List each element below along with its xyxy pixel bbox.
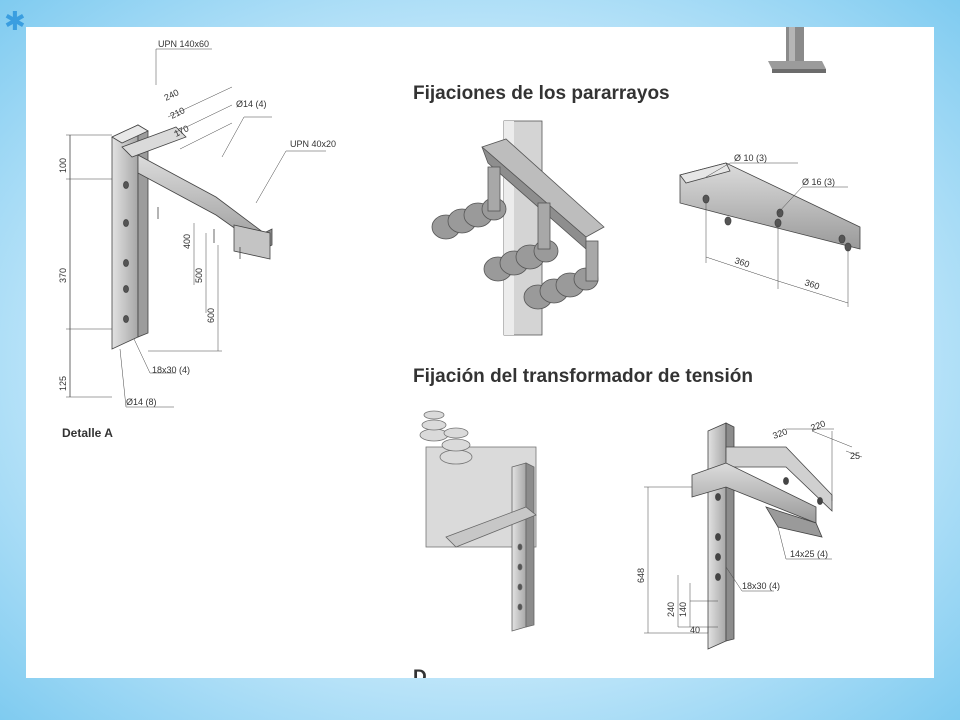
label-upn-140x60: UPN 140x60	[158, 39, 209, 49]
heading-cut-letter: D	[413, 667, 427, 678]
label-dim-240-c: 240	[666, 602, 676, 617]
drawing-pararrayos-bracket	[679, 162, 861, 307]
label-dim-170: 170	[172, 123, 190, 139]
label-dim-400: 400	[182, 234, 192, 249]
label-slot-18x30-c: 18x30 (4)	[742, 581, 780, 591]
label-dim-600: 600	[206, 308, 216, 323]
heading-transformador: Fijación del transformador de tensión	[413, 366, 753, 387]
technical-drawings: UPN 140x60 UPN 40x20 Ø14 (4) 240 210 170…	[58, 27, 863, 650]
star-icon: ✱	[4, 6, 26, 36]
label-dim-360-a: 360	[733, 255, 750, 269]
label-dim-360-b: 360	[803, 277, 820, 291]
drawing-transformador-bracket	[644, 422, 863, 650]
label-dim-370: 370	[58, 268, 68, 283]
label-dim-500: 500	[194, 268, 204, 283]
label-hole-16-3: Ø 16 (3)	[802, 177, 835, 187]
heading-pararrayos: Fijaciones de los pararrayos	[413, 83, 670, 104]
label-dim-210: 210	[168, 105, 186, 121]
label-dim-320: 320	[771, 426, 789, 441]
label-dim-220: 220	[809, 418, 827, 433]
label-hole-14-8: Ø14 (8)	[126, 397, 157, 407]
label-slot-14x25: 14x25 (4)	[790, 549, 828, 559]
drawing-pararrayos-mount	[431, 120, 605, 336]
label-slot-18x30: 18x30 (4)	[152, 365, 190, 375]
detail-a-caption: Detalle A	[62, 426, 113, 440]
label-dim-125: 125	[58, 376, 68, 391]
label-dim-40: 40	[690, 625, 700, 635]
label-dim-25: 25	[850, 451, 860, 461]
drawing-detalle-a	[66, 48, 326, 408]
label-dim-100: 100	[58, 158, 68, 173]
label-hole-10-3: Ø 10 (3)	[734, 153, 767, 163]
slide: Fijaciones de los pararrayos Fijación de…	[26, 27, 934, 678]
label-upn-40x20: UPN 40x20	[290, 139, 336, 149]
drawing-transformador-mount	[419, 410, 537, 632]
label-hole-14-4: Ø14 (4)	[236, 99, 267, 109]
label-dim-648: 648	[636, 568, 646, 583]
post-base-image	[768, 27, 826, 73]
label-dim-240: 240	[162, 87, 180, 103]
label-dim-140: 140	[678, 602, 688, 617]
